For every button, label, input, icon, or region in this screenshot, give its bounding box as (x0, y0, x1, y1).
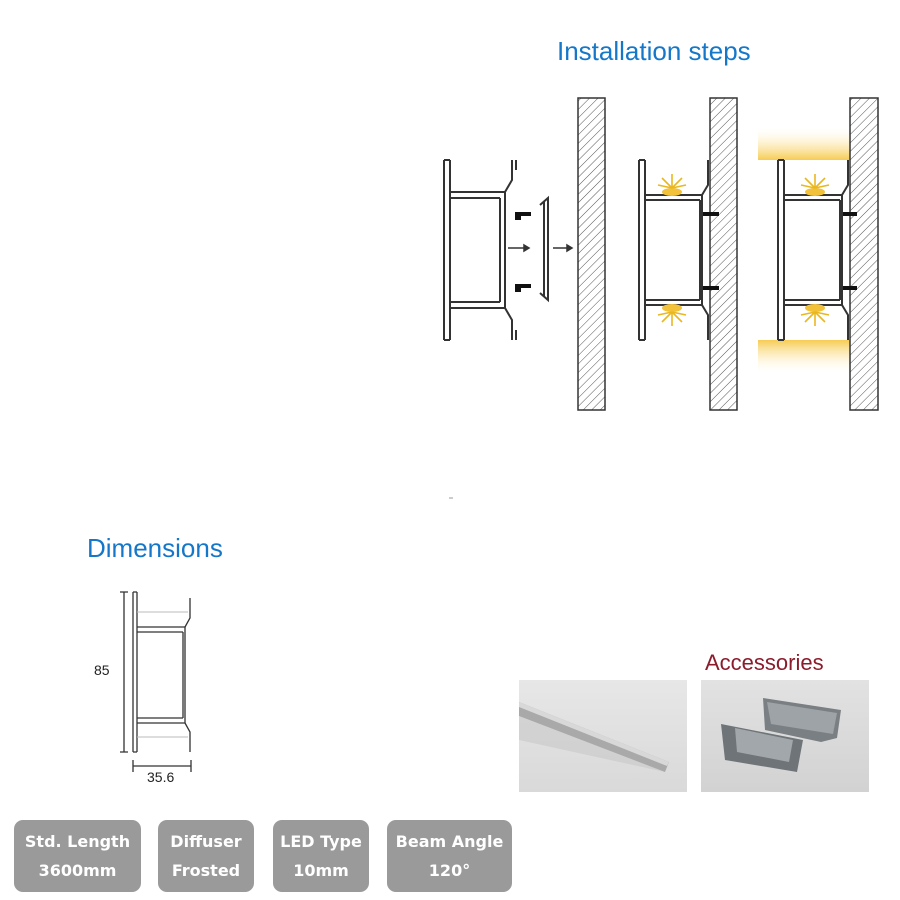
spec-label: Beam Angle (395, 832, 504, 851)
spec-beam-angle: Beam Angle 120° (387, 820, 512, 892)
wall-2 (709, 97, 738, 411)
spec-value: Frosted (171, 861, 241, 880)
arrow-right-icon (508, 243, 574, 253)
screw-icon (843, 212, 857, 290)
spec-value: 10mm (293, 861, 349, 880)
step1-mounting-clip (539, 195, 549, 303)
spec-led-type: LED Type 10mm (273, 820, 369, 892)
installation-steps-heading: Installation steps (557, 36, 751, 66)
light-burst-icon (657, 174, 687, 326)
spec-label: LED Type (280, 832, 362, 851)
wall-3 (849, 97, 879, 411)
dimension-width-label: 35.6 (147, 769, 175, 785)
screw-icon (515, 212, 531, 292)
endcaps-illustration (721, 698, 841, 772)
screw-icon (703, 212, 719, 290)
accessories-heading: Accessories (705, 650, 824, 675)
dimensions-heading: Dimensions (87, 533, 223, 563)
spec-label: Diffuser (170, 832, 242, 851)
glow-top (758, 128, 850, 160)
glow-bottom (758, 340, 850, 372)
dimension-height-label: 85 (94, 662, 110, 678)
step1-profile (443, 159, 517, 341)
accessory-diffuser-image (519, 680, 687, 792)
spec-value: 120° (428, 861, 471, 880)
spec-diffuser: Diffuser Frosted (158, 820, 254, 892)
light-burst-icon (800, 174, 830, 326)
spec-std-length: Std. Length 3600mm (14, 820, 141, 892)
wall-1 (577, 97, 606, 411)
spec-value: 3600mm (38, 861, 117, 880)
diffuser-strip-illustration (519, 702, 669, 772)
dimension-drawing (120, 591, 192, 772)
accessory-endcaps-image (701, 680, 869, 792)
spec-label: Std. Length (24, 832, 131, 851)
